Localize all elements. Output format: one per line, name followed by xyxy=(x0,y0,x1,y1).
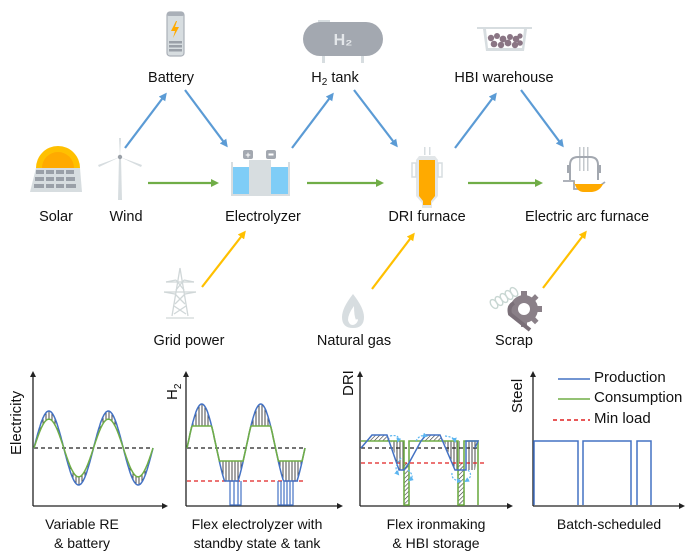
chart3-transfer-arrow-2 xyxy=(394,457,402,476)
chart3-production-line xyxy=(360,434,480,471)
legend-label-min-load: Min load xyxy=(594,410,651,427)
label-natural-gas: Natural gas xyxy=(316,333,392,349)
chart4-caption-line1: Batch-scheduled xyxy=(556,516,662,532)
chart3-transfer-arrow-6 xyxy=(451,472,462,484)
chart4-batch-1 xyxy=(533,440,579,505)
h2-tank-icon: H₂ xyxy=(303,20,383,63)
label-scrap: Scrap xyxy=(495,333,533,349)
label-electrolyzer: Electrolyzer xyxy=(225,209,301,225)
arrow-electrolyzer-to-h2tank xyxy=(291,92,334,149)
chart2-consumption-line xyxy=(186,425,306,462)
arrow-scrap-to-eaf xyxy=(542,230,587,289)
arrow-gas-to-dri xyxy=(371,232,415,290)
wind-turbine-icon xyxy=(98,138,142,200)
chart1-caption: Variable RE & battery xyxy=(45,515,119,553)
chart2-caption: Flex electrolyzer with standby state & ta… xyxy=(192,515,323,553)
arrow-wind-to-battery xyxy=(124,92,167,149)
chart2-ylabel-sub: 2 xyxy=(173,383,184,390)
label-h2-rest: tank xyxy=(327,70,359,86)
hbi-warehouse-icon xyxy=(477,27,532,51)
chart3-transfer-arrow-5 xyxy=(444,435,457,443)
battery-icon xyxy=(166,11,185,57)
charts-layer xyxy=(30,371,685,509)
chart2-ylabel: H2 xyxy=(164,384,184,400)
chart4-ylabel: Steel xyxy=(509,378,526,413)
legend-label-consumption: Consumption xyxy=(594,389,683,406)
chart2-caption-line1: Flex electrolyzer with xyxy=(191,516,323,532)
chart2-standby-pulses-1 xyxy=(229,481,242,506)
label-solar: Solar xyxy=(39,209,73,225)
label-dri-furnace: DRI furnace xyxy=(388,209,466,225)
label-h2-main: H xyxy=(311,70,322,86)
label-hbi-warehouse: HBI warehouse xyxy=(454,70,554,86)
label-battery: Battery xyxy=(148,70,194,86)
arrow-h2tank-to-dri xyxy=(353,89,398,148)
solar-panel-icon xyxy=(30,146,82,192)
label-eaf: Electric arc furnace xyxy=(524,209,650,225)
chart3-transfer-arrow-7 xyxy=(464,469,472,483)
label-grid-power: Grid power xyxy=(153,333,225,349)
label-h2-sub: 2 xyxy=(321,77,328,88)
scrap-gear-icon xyxy=(489,286,542,332)
chart1-consumption-line xyxy=(33,418,154,478)
chart3-drop-hatch-2 xyxy=(458,463,464,505)
svg-text:+: + xyxy=(245,150,250,160)
electric-arc-furnace-icon xyxy=(563,147,606,192)
label-wind: Wind xyxy=(109,209,143,225)
chart3-transfer-arrow-4 xyxy=(415,432,428,442)
chart2-standby-pulses-2 xyxy=(277,481,294,506)
label-h2-tank: H2 tank xyxy=(311,70,358,88)
chart1-caption-line2: & battery xyxy=(53,535,111,551)
h2-tank-icon-text: H₂ xyxy=(334,32,353,49)
power-tower-icon xyxy=(163,267,197,319)
chart3-drop-hatch-1 xyxy=(404,463,409,505)
chart3-transfer-arrow-3 xyxy=(407,469,414,482)
chart3-ylabel: DRI xyxy=(340,370,357,396)
flame-icon xyxy=(342,294,364,328)
chart4-batch-3 xyxy=(636,440,652,505)
dri-furnace-icon xyxy=(411,147,443,208)
flow-arrows xyxy=(124,89,587,290)
arrow-battery-to-electrolyzer xyxy=(184,89,228,148)
chart3-caption-line2: & HBI storage xyxy=(392,535,480,551)
chart3-withdraw-hatch-1 xyxy=(391,441,404,470)
chart3-transfer-arrow-1 xyxy=(389,434,402,443)
chart3-caption-line1: Flex ironmaking xyxy=(386,516,486,532)
chart4-batch-2 xyxy=(582,440,632,505)
chart2-tank-hatch xyxy=(187,404,305,481)
chart1-caption-line1: Variable RE xyxy=(45,516,119,532)
legend xyxy=(553,378,590,421)
chart3-caption: Flex ironmaking & HBI storage xyxy=(387,515,486,553)
electrolyzer-icon: + xyxy=(231,150,290,196)
arrow-dri-to-hbi xyxy=(454,92,497,149)
legend-label-production: Production xyxy=(594,369,666,386)
arrow-grid-to-electrolyzer xyxy=(201,230,246,288)
arrow-hbi-to-eaf xyxy=(520,89,564,148)
chart2-ylabel-main: H xyxy=(164,389,181,400)
chart4-caption: Batch-scheduled xyxy=(557,515,661,534)
chart1-ylabel: Electricity xyxy=(8,390,25,455)
chart3-hbi-store-hatch-1 xyxy=(367,435,391,441)
chart2-caption-line2: standby state & tank xyxy=(193,535,321,551)
